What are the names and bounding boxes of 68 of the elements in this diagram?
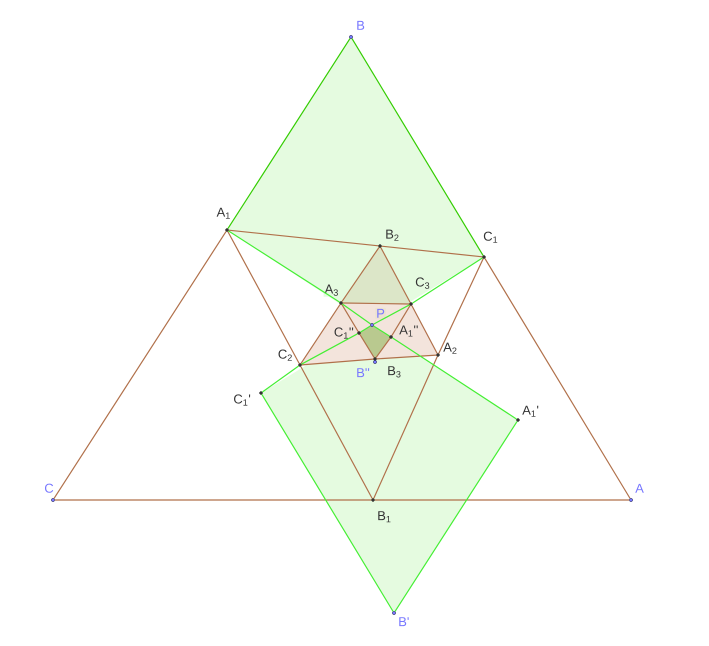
line-segment xyxy=(228,230,378,246)
node-label: A xyxy=(635,484,644,493)
line-segment xyxy=(380,247,411,303)
line-segment xyxy=(228,230,340,303)
line-segment xyxy=(262,366,299,392)
line-segment xyxy=(227,231,300,364)
node-label: C$_{1}$'' xyxy=(334,327,354,339)
line-segment xyxy=(412,257,483,304)
line-segment xyxy=(341,304,359,332)
line-segment xyxy=(351,38,484,256)
point: B' xyxy=(392,611,410,628)
point: A$_{1}$'' xyxy=(389,324,420,339)
line-segment xyxy=(411,305,438,354)
line-segment xyxy=(261,394,394,612)
node-label: B' xyxy=(399,617,409,626)
point: C$_{1}$' xyxy=(232,391,263,407)
node-label: C$_{2}$ xyxy=(278,349,292,361)
line-segment xyxy=(484,258,631,499)
node-label: B$_{3}$ xyxy=(388,366,401,378)
line-segment xyxy=(438,258,484,354)
node-label: A$_{1}$ xyxy=(216,208,230,219)
line-segment xyxy=(373,326,390,337)
line-segment xyxy=(373,356,438,499)
point: B$_{1}$ xyxy=(371,498,392,524)
line-segment xyxy=(227,38,350,229)
point: B$_{2}$ xyxy=(378,228,400,248)
line-segment xyxy=(394,421,518,612)
line-segment xyxy=(300,366,373,499)
point: A$_{1}$ xyxy=(216,206,232,232)
point: C$_{1}$ xyxy=(482,230,500,259)
line-segment xyxy=(382,246,482,258)
point: B xyxy=(349,20,366,39)
node-label: B'' xyxy=(357,368,370,378)
line-segment xyxy=(302,358,374,366)
node-label: C$_{3}$ xyxy=(416,277,430,289)
line-segment xyxy=(391,305,411,336)
line-segment xyxy=(359,334,375,358)
point: C$_{2}$ xyxy=(276,348,302,367)
line-segment xyxy=(392,337,517,420)
line-segment xyxy=(374,499,630,501)
line-segment xyxy=(376,338,390,358)
line-segment xyxy=(54,499,372,501)
node-label: C$_{1}$' xyxy=(234,394,250,406)
node-label: A$_{2}$ xyxy=(443,342,456,354)
line-segment xyxy=(301,333,358,365)
line-segment xyxy=(373,304,410,325)
node-label: A$_{1}$'' xyxy=(399,325,418,337)
line-segment xyxy=(360,325,371,333)
line-segment xyxy=(376,354,436,360)
node-label: B$_{2}$ xyxy=(386,230,398,241)
line-segment xyxy=(341,247,380,302)
point: C xyxy=(43,482,55,502)
node-label: C$_{1}$ xyxy=(484,232,498,243)
point: P xyxy=(370,308,386,327)
node-label: B xyxy=(357,20,364,30)
node-label: A$_{1}$' xyxy=(522,406,538,417)
line-segment xyxy=(342,302,410,305)
line-segment xyxy=(300,304,341,364)
node-label: B$_{1}$ xyxy=(378,511,390,522)
point: A xyxy=(629,482,645,502)
line-segment xyxy=(342,304,371,324)
node-label: C xyxy=(44,484,54,493)
point: A$_{3}$ xyxy=(324,284,343,305)
point: C$_{3}$ xyxy=(409,276,432,306)
point: A$_{2}$ xyxy=(436,342,458,357)
line-segment xyxy=(54,231,227,499)
node-label: A$_{3}$ xyxy=(324,284,338,296)
point: A$_{1}$' xyxy=(516,404,540,422)
